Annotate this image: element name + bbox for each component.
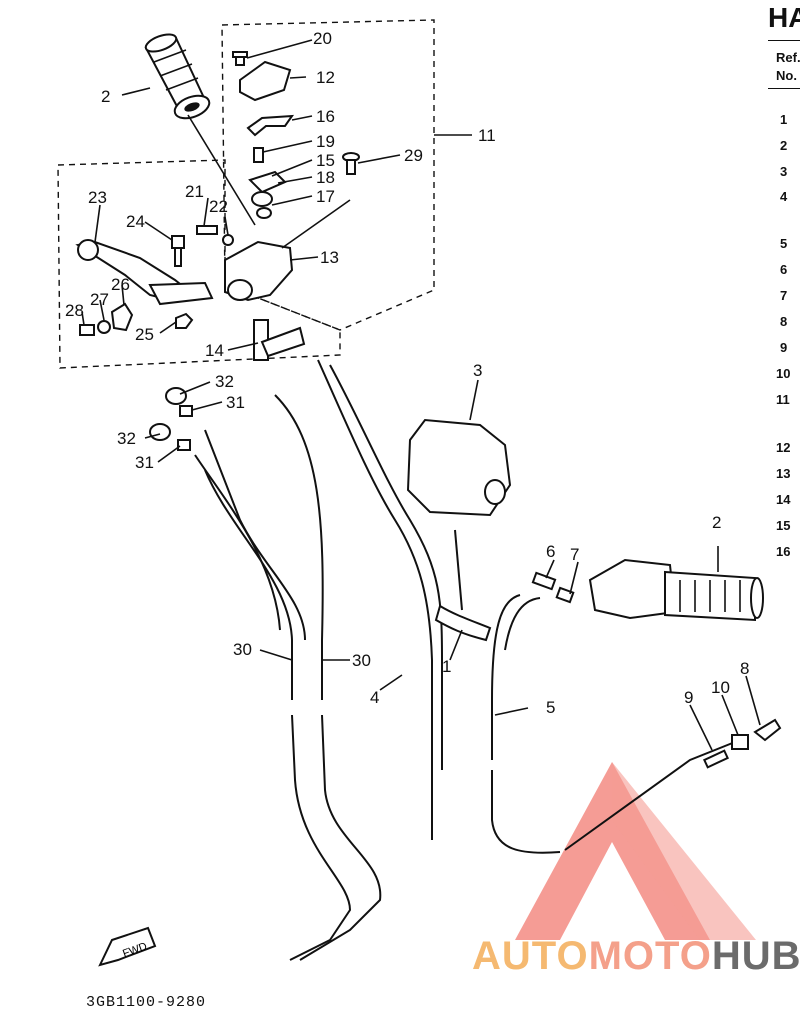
- assembly-boundary-13: [57, 159, 341, 369]
- callout-15: 15: [316, 151, 335, 170]
- adjuster-part-6: [531, 571, 557, 591]
- callout-32-upper: 32: [215, 372, 234, 391]
- ref-list-item: 11: [776, 392, 790, 407]
- callout-22: 22: [209, 197, 228, 216]
- callout-26: 26: [111, 275, 130, 294]
- header-rule-bottom: [768, 88, 800, 89]
- cover-part-12: [239, 60, 292, 102]
- callout-13: 13: [320, 248, 339, 267]
- callout-20: 20: [313, 29, 332, 48]
- spring-part-9: [703, 749, 729, 769]
- callout-23: 23: [88, 188, 107, 207]
- bracket-part-16: [246, 114, 295, 137]
- callout-7: 7: [570, 545, 579, 564]
- callout-9: 9: [684, 688, 693, 707]
- screw-part-20: [232, 51, 248, 66]
- ref-label: Ref.: [776, 50, 800, 65]
- washer-part-22: [222, 234, 234, 246]
- ref-list-item: 7: [780, 288, 788, 303]
- ref-list-item: 12: [776, 440, 791, 455]
- washer-part-17: [251, 191, 273, 207]
- callout-2-right-grip: 2: [712, 513, 721, 532]
- screw-part-29: [342, 152, 360, 175]
- bolt-part-28: [79, 324, 95, 336]
- callout-18: 18: [316, 168, 335, 187]
- callout-10: 10: [711, 678, 730, 697]
- lever-part-8: [753, 718, 782, 742]
- throttle-cable-part-30a: [204, 469, 352, 961]
- clutch-cable-part-4: [317, 359, 433, 840]
- watermark-hub: HUB: [711, 934, 800, 978]
- watermark-text: AUTOMOTOHUB: [472, 934, 800, 979]
- cable-adjuster-upper-32: [165, 387, 193, 417]
- ref-list-item: 5: [780, 236, 788, 251]
- watermark-logo-icon: [515, 762, 756, 940]
- cable-adjuster-lower-32: [149, 423, 191, 451]
- nut-part-7: [555, 586, 575, 604]
- callout-3: 3: [473, 361, 482, 380]
- pin-part-24: [171, 235, 185, 267]
- throttle-cable-part-30b: [274, 394, 382, 961]
- ref-list-item: 6: [780, 262, 788, 277]
- watermark-auto: AUTO: [472, 934, 589, 978]
- callout-24: 24: [126, 212, 145, 231]
- callout-29: 29: [404, 146, 423, 165]
- washer-part-27: [97, 320, 111, 334]
- page-title: HA: [768, 2, 800, 33]
- bolt-part-21: [196, 225, 218, 235]
- callout-25: 25: [135, 325, 154, 344]
- ref-list-item: 10: [776, 366, 791, 381]
- switch-housing-part-3: [406, 418, 512, 517]
- callout-28: 28: [65, 301, 84, 320]
- callout-27: 27: [90, 290, 109, 309]
- callout-17: 17: [316, 187, 335, 206]
- handlebar-part-1: [434, 604, 492, 642]
- ref-list-item: 2: [780, 138, 788, 153]
- ref-list-item: 14: [776, 492, 791, 507]
- ref-list-item: 3: [780, 164, 788, 179]
- callout-12: 12: [316, 68, 335, 87]
- callout-4: 4: [370, 688, 379, 707]
- callout-5: 5: [546, 698, 555, 717]
- nut-part-25: [175, 312, 194, 329]
- callout-14: 14: [205, 341, 224, 360]
- adjuster-part-26: [110, 302, 134, 332]
- ref-list-item: 8: [780, 314, 788, 329]
- washer-part-17b: [256, 207, 272, 219]
- callout-32-lower: 32: [117, 429, 136, 448]
- callout-16: 16: [316, 107, 335, 126]
- choke-cable-part: [564, 737, 746, 851]
- leader-lines: [81, 39, 761, 751]
- callout-6: 6: [546, 542, 555, 561]
- switch-part-14: [253, 319, 306, 361]
- callout-2-left-grip: 2: [101, 87, 110, 106]
- throttle-cable-part-5: [491, 594, 561, 854]
- header-rule-top: [768, 40, 800, 41]
- ref-list-item: 16: [776, 544, 791, 559]
- ref-list-item: 13: [776, 466, 791, 481]
- ref-list-item: 15: [776, 518, 791, 533]
- callout-31-upper: 31: [226, 393, 245, 412]
- ref-list-item: 1: [780, 112, 788, 127]
- diagram-code: 3GB1100-9280: [86, 994, 207, 1011]
- forward-arrow-icon: FWD: [98, 926, 157, 967]
- watermark-moto: MOTO: [588, 934, 712, 978]
- callout-31-lower: 31: [135, 453, 154, 472]
- callout-11: 11: [478, 126, 496, 145]
- callout-8: 8: [740, 659, 749, 678]
- screw-part-19: [253, 147, 264, 163]
- holder-part-10: [731, 734, 749, 750]
- ref-list-item: 9: [780, 340, 788, 355]
- callout-1: 1: [442, 657, 451, 676]
- throttle-grip-part-2: [588, 558, 764, 622]
- callout-30-left: 30: [233, 640, 252, 659]
- callout-19: 19: [316, 132, 335, 151]
- ref-list-item: 4: [780, 189, 788, 204]
- callout-30-right: 30: [352, 651, 371, 670]
- no-label: No.: [776, 68, 797, 83]
- callout-21: 21: [185, 182, 204, 201]
- left-grip-part: [144, 33, 211, 120]
